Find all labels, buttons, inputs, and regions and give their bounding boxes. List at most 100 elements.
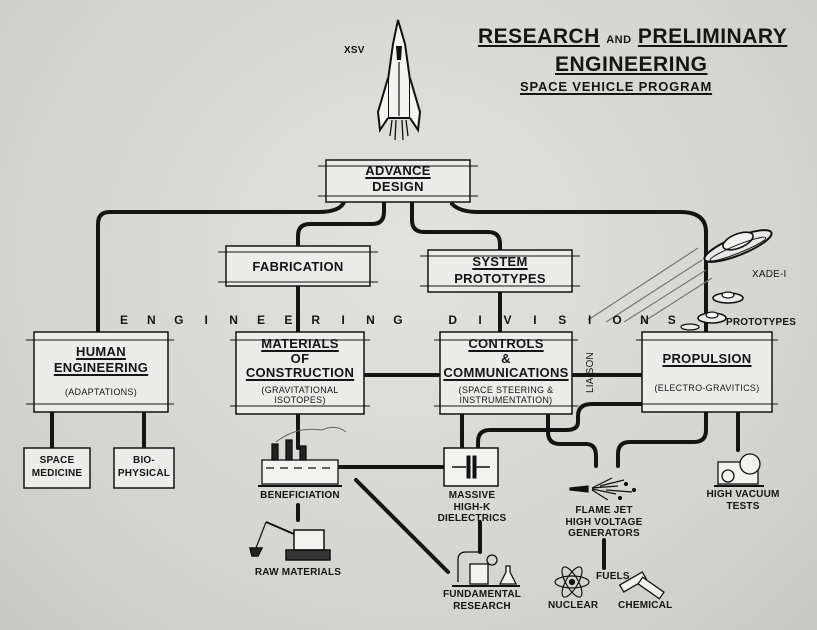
link-propulsion-flame — [616, 410, 708, 468]
divisions-letter: I — [533, 313, 537, 327]
controls-line1: CONTROLS — [468, 336, 544, 351]
space-medicine-line1: SPACE — [39, 455, 75, 466]
dielectrics-line3: DIELECTRICS — [437, 513, 507, 524]
human-engineering-line2: ENGINEERING — [53, 359, 149, 375]
liaison-label: LIAISON — [585, 352, 596, 393]
controls-sub2: INSTRUMENTATION) — [459, 395, 553, 406]
divisions-letter: E — [256, 313, 265, 327]
materials-sub2: ISOTOPES) — [274, 395, 326, 406]
controls-frame — [439, 331, 573, 415]
divisions-letter: G — [393, 313, 403, 327]
link-controls-flame — [546, 412, 598, 468]
flame-jet-line3: GENERATORS — [568, 528, 640, 539]
prototypes-label: PROTOTYPES — [726, 317, 797, 328]
link-factory-research — [354, 478, 450, 574]
controls-line2: & — [501, 350, 511, 366]
lab-equipment-illustration — [452, 551, 520, 587]
engineering-divisions-label: E N G I N E E R I N G D I V I S I O N S — [118, 314, 678, 327]
link-propulsion-controls-lower — [476, 402, 644, 450]
flame-jet-line1: FLAME JET — [575, 505, 633, 516]
human-engineering-frame — [33, 331, 169, 413]
link-advance-fabrication — [296, 201, 386, 248]
link-advance-propulsion — [450, 202, 708, 334]
divisions-letter: V — [503, 313, 512, 327]
diagram-subtitle: SPACE VEHICLE PROGRAM — [520, 79, 713, 94]
controls-line3: COMMUNICATIONS — [443, 365, 569, 381]
title-research: RESEARCH — [478, 25, 600, 48]
space-medicine-line2: MEDICINE — [31, 467, 83, 479]
high-vacuum-caption: HIGH VACUUM TESTS — [700, 489, 786, 512]
divisions-letter: R — [311, 313, 321, 327]
advance-design-line2: DESIGN — [372, 178, 424, 194]
flame-jet-caption: FLAME JET HIGH VOLTAGE GENERATORS — [554, 505, 654, 540]
title-and: AND — [606, 34, 632, 46]
fuels-caption: FUELS — [596, 571, 630, 582]
factory-illustration — [258, 426, 347, 487]
crane-illustration — [249, 521, 331, 561]
system-prototypes-box: SYSTEM PROTOTYPES — [428, 255, 572, 285]
controls-sub1: (SPACE STEERING & — [458, 384, 554, 395]
prototype-saucers-illustration — [680, 291, 744, 331]
divisions-letter: N — [229, 313, 238, 327]
divisions-letter: S — [558, 313, 567, 327]
fabrication-frame — [225, 245, 371, 287]
divisions-letter: N — [640, 313, 649, 327]
diagram-title-line1: RESEARCH AND PRELIMINARY — [478, 25, 788, 48]
materials-frame — [235, 331, 365, 415]
propulsion-title: PROPULSION — [662, 351, 752, 366]
system-prototypes-frame — [427, 249, 573, 293]
fundamental-research-caption: FUNDAMENTAL RESEARCH — [432, 589, 532, 612]
capacitor-illustration — [443, 447, 499, 487]
xade-saucer-illustration — [587, 229, 773, 325]
link-advance-human — [96, 200, 346, 334]
vacuum-equipment-illustration — [714, 453, 764, 487]
divisions-letter: I — [587, 313, 592, 327]
fabrication-box: FABRICATION — [252, 259, 344, 274]
divisions-letter: I — [478, 313, 482, 327]
divisions-letter: N — [366, 313, 375, 327]
beneficiation-caption: BENEFICIATION — [260, 490, 340, 501]
divisions-letter: D — [448, 313, 458, 327]
human-engineering-sub: (ADAPTATIONS) — [64, 387, 138, 398]
propulsion-frame — [641, 331, 773, 413]
dielectrics-line1: MASSIVE — [448, 490, 496, 501]
fundamental-research-line2: RESEARCH — [453, 600, 511, 612]
fundamental-research-line1: FUNDAMENTAL — [442, 589, 522, 600]
system-prototypes-line1: SYSTEM — [472, 254, 528, 269]
xsv-label: XSV — [344, 45, 365, 56]
materials-line1: MATERIALS — [261, 336, 339, 351]
advance-design-box: ADVANCE DESIGN — [326, 164, 470, 193]
bio-physical-line1: BIO- — [133, 455, 155, 466]
chemical-caption: CHEMICAL — [618, 600, 673, 611]
link-advance-system — [410, 200, 502, 252]
xade-label: XADE-I — [752, 269, 787, 280]
system-prototypes-line2: PROTOTYPES — [454, 270, 546, 286]
materials-line3: CONSTRUCTION — [245, 365, 355, 381]
materials-sub1: (GRAVITATIONAL — [261, 384, 339, 395]
divisions-letter: G — [174, 313, 184, 327]
propulsion-sub: (ELECTRO-GRAVITICS) — [654, 382, 760, 393]
flame-jet-illustration — [569, 477, 637, 501]
bio-physical-frame — [113, 447, 175, 489]
divisions-letter: O — [612, 313, 622, 327]
high-vacuum-line1: HIGH VACUUM — [706, 489, 780, 500]
raw-materials-caption: RAW MATERIALS — [254, 567, 342, 578]
divisions-letter: E — [119, 313, 128, 327]
high-vacuum-line2: TESTS — [726, 500, 760, 512]
propulsion-box: PROPULSION (ELECTRO-GRAVITICS) — [642, 352, 772, 393]
human-engineering-box: HUMAN ENGINEERING (ADAPTATIONS) — [34, 345, 168, 398]
space-medicine-frame — [23, 447, 91, 489]
atom-illustration — [554, 566, 590, 598]
advance-design-frame — [325, 159, 471, 203]
divisions-letter: E — [284, 313, 293, 327]
materials-box: MATERIALS OF CONSTRUCTION (GRAVITATIONAL… — [236, 337, 364, 406]
divisions-letter: S — [667, 313, 676, 327]
dielectrics-line2: HIGH-K — [453, 501, 491, 513]
advance-design-line1: ADVANCE — [365, 163, 431, 178]
divisions-gap — [419, 314, 431, 327]
controls-box: CONTROLS & COMMUNICATIONS (SPACE STEERIN… — [440, 337, 572, 406]
title-preliminary: PRELIMINARY — [637, 25, 788, 48]
flame-jet-line2: HIGH VOLTAGE — [565, 516, 643, 528]
